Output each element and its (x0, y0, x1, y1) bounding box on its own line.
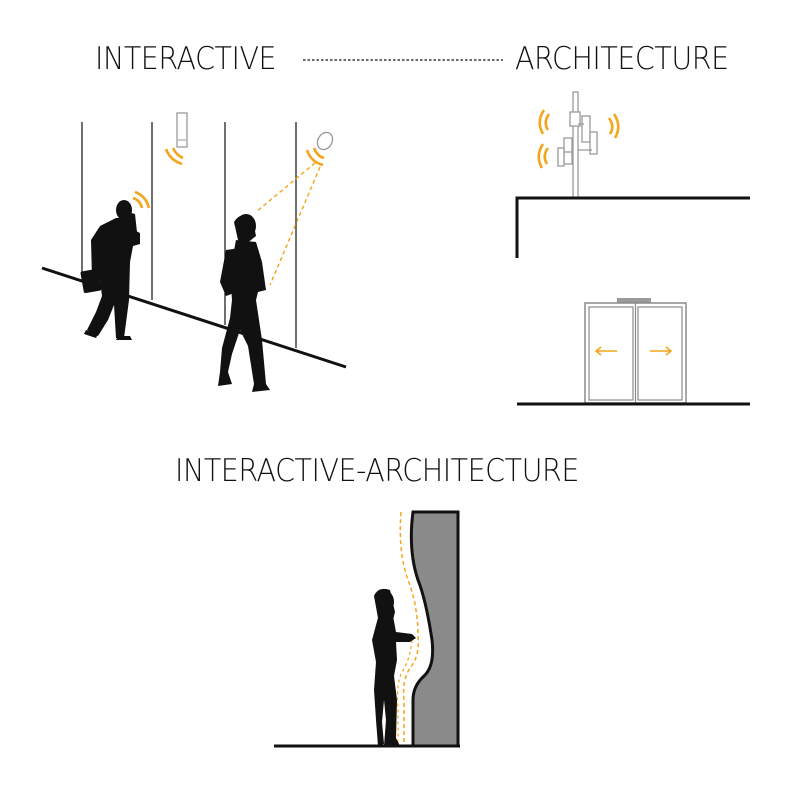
sensing-field-inner (396, 639, 413, 746)
wall-sensor-icon (164, 112, 188, 166)
ceiling-sensor-icon (255, 131, 334, 286)
architecture-panel (515, 91, 750, 406)
phone-signal-icon (132, 190, 151, 209)
building-roof (515, 196, 750, 258)
sensing-field (399, 511, 420, 746)
responsive-wall-icon (409, 510, 460, 748)
sliding-door-icon (584, 298, 687, 404)
tower-signal-icon (537, 109, 620, 169)
person-on-phone-silhouette (80, 200, 140, 340)
interactive-architecture-title: INTERACTIVE-ARCHITECTURE (175, 453, 579, 489)
cell-tower-icon (557, 91, 598, 199)
standing-woman-silhouette (372, 588, 416, 746)
interactive-panel (41, 59, 503, 392)
combined-panel (274, 510, 460, 748)
interactive-title: INTERACTIVE (95, 41, 277, 77)
architecture-title: ARCHITECTURE (515, 41, 729, 77)
walking-person-silhouette (218, 214, 270, 392)
